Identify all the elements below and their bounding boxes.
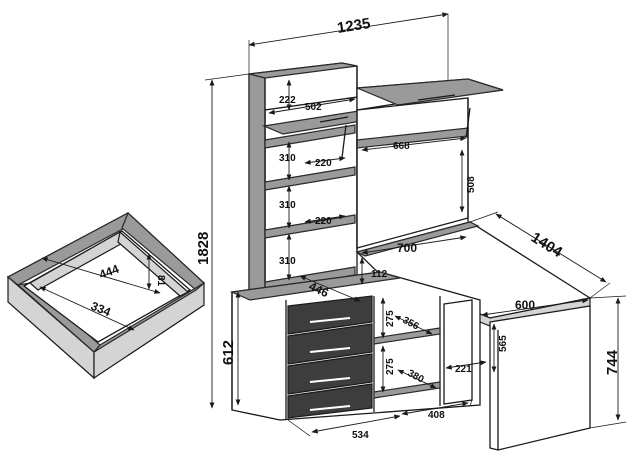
furniture-illustration: [229, 62, 592, 451]
side-depth-label: 221: [455, 364, 472, 375]
shelf-gap-3-label: 310: [279, 256, 296, 267]
shelf-depth-1-label: 220: [315, 158, 332, 169]
top-shelf-width-label: 502: [305, 102, 322, 113]
drawer-dimension-lines: [39, 253, 161, 331]
niche-height-2-label: 275: [385, 358, 396, 375]
drawer-width-label: 444: [97, 262, 121, 282]
leg-gap-label: 112: [371, 269, 388, 280]
pedestal-dimension-lines: [287, 275, 473, 437]
desk-height-label: 744: [604, 349, 621, 375]
shelf-gap-2-label: 310: [279, 200, 296, 211]
drawer-illustration: [6, 211, 206, 380]
overall-height-label: 1828: [195, 232, 212, 265]
drawer-height-label: 81: [155, 275, 166, 287]
desk-top-width-label: 700: [397, 241, 417, 255]
shelf-depth-2-label: 220: [315, 216, 332, 227]
overall-width-label: 1235: [336, 15, 372, 37]
pedestal-height-label: 612: [220, 340, 237, 365]
shelving-dimension-lines: [268, 79, 467, 281]
desk-dimension-lines: [359, 235, 589, 373]
cabinet-inner-width-label: 668: [393, 141, 410, 152]
pedestal-open-width-label: 408: [428, 410, 445, 421]
corner-depth-label: 1404: [528, 229, 566, 261]
top-niche-label: 222: [279, 95, 296, 106]
overall-dimension-lines: [204, 12, 627, 429]
desk-return-width-label: 600: [515, 298, 535, 312]
side-height-label: 565: [498, 335, 509, 352]
cabinet-door-height-label: 508: [466, 176, 477, 193]
shelf-gap-1-label: 310: [279, 153, 296, 164]
niche-height-1-label: 275: [385, 310, 396, 327]
pedestal-width-label: 534: [352, 430, 369, 441]
